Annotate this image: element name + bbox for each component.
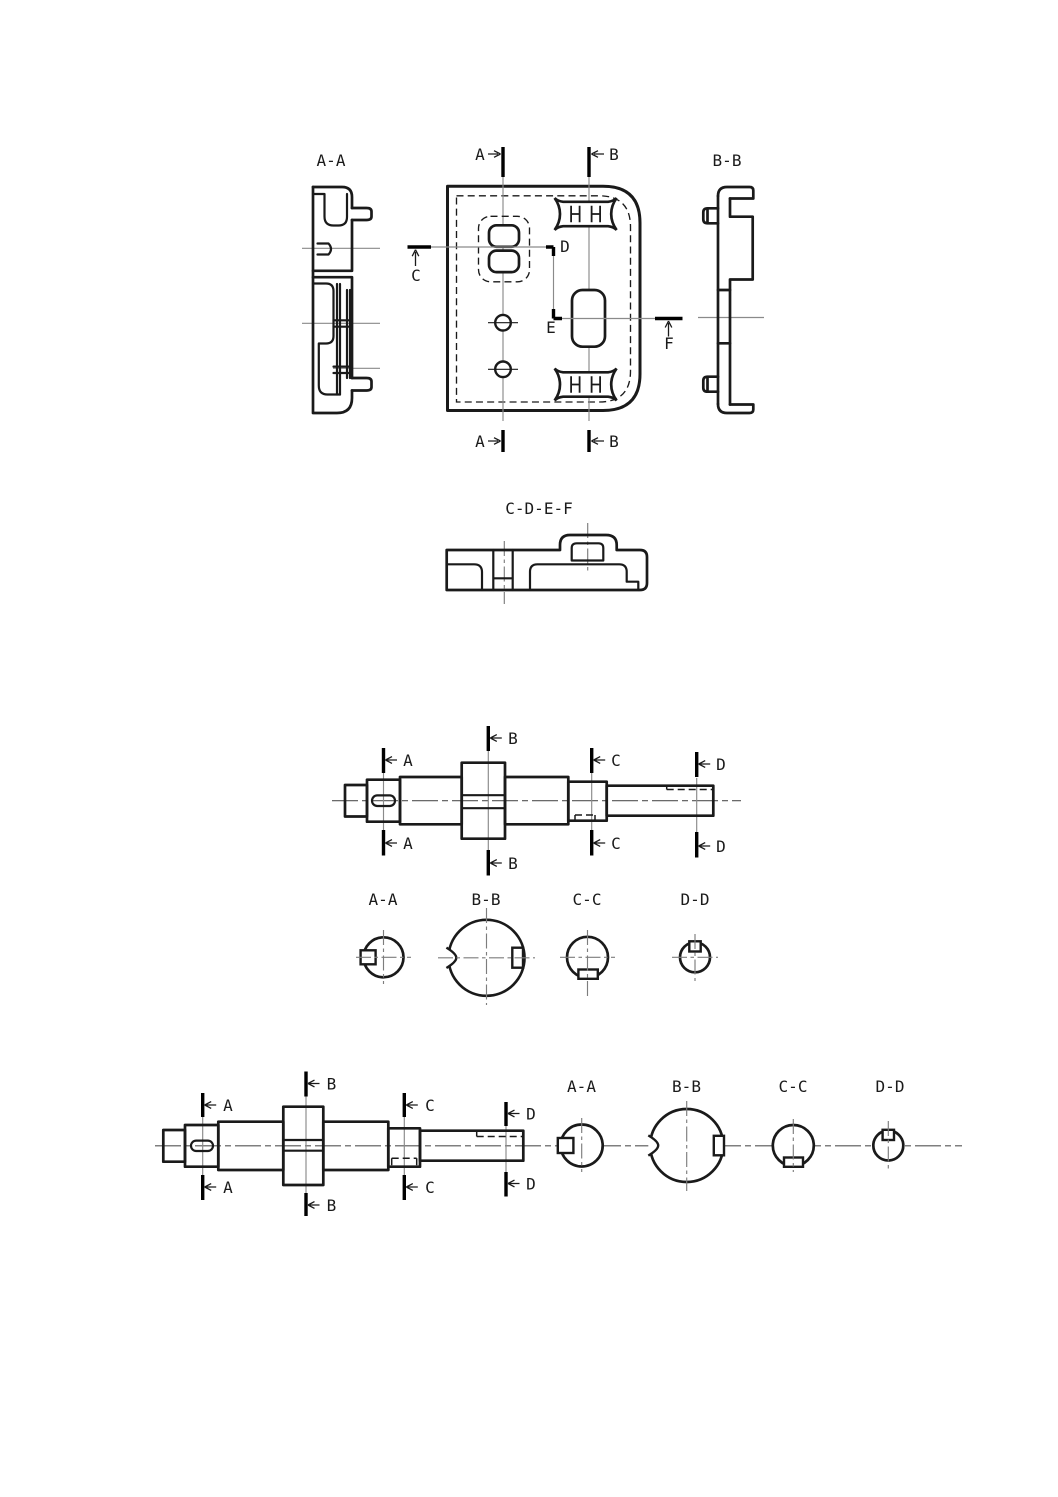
bracket-front-view: [407, 147, 683, 452]
shaft1-view: A A B B C C D D: [332, 726, 741, 876]
left-notch: [647, 1134, 660, 1157]
channel: [492, 548, 514, 592]
shaft1-section-aa-label: A-A: [369, 890, 398, 909]
stud-top: [701, 206, 720, 225]
top-pocket: [311, 192, 349, 227]
double-slot-lower: [487, 249, 521, 274]
shaft1-sections: A-A B-B C-C D-D: [356, 890, 718, 1005]
shaft2-section-dd-label: D-D: [876, 1077, 905, 1096]
bracket-section-bb-view: [698, 185, 764, 415]
shaft2-letter-b-bottom: B: [327, 1196, 337, 1215]
shaft1-letter-c-bottom: C: [611, 834, 621, 853]
shaft2-letter-a-bottom: A: [223, 1178, 233, 1197]
shaft2-letter-c-top: C: [425, 1096, 435, 1115]
seg6: [418, 1129, 525, 1163]
shaft1-letter-d-bottom: D: [716, 837, 726, 856]
lower-pocket: [311, 282, 342, 396]
outline: [445, 533, 649, 592]
letter-d: D: [560, 237, 570, 256]
left-step: [445, 563, 484, 592]
shaft2-letter-a-top: A: [223, 1096, 233, 1115]
stud-top: [350, 206, 373, 222]
shaft1-section-bb-label: B-B: [472, 890, 501, 909]
shaft1-section-cc: [560, 930, 615, 999]
shaft2-section-bb: [647, 1101, 726, 1191]
spool-slot-bottom: [553, 367, 618, 402]
hidden-keyway-1: [390, 1157, 418, 1167]
right-notch: [712, 1134, 726, 1157]
side-boss: [728, 197, 755, 406]
shaft1-letter-a-top: A: [403, 751, 413, 770]
double-slot-upper: [487, 223, 521, 249]
shaft1-section-aa: [356, 930, 411, 984]
shaft2-section-bb-label: B-B: [672, 1077, 701, 1096]
bottom-notch: [577, 968, 600, 981]
ribs: [335, 282, 352, 396]
bracket-cut-letters: A B A B C D E F: [411, 145, 674, 451]
centerlines: [503, 523, 589, 604]
shaft2-letter-d-bottom: D: [526, 1175, 536, 1194]
hidden-keyway-2: [665, 785, 714, 791]
shaft1-letter-c-top: C: [611, 751, 621, 770]
arrow-f: [664, 320, 673, 337]
stud-bottom: [701, 375, 720, 394]
shaft1-section-bb: [438, 908, 535, 1005]
hidden-keyway-2: [475, 1130, 524, 1138]
shaft1-letter-d-top: D: [716, 755, 726, 774]
spool-slot-top: [553, 196, 618, 232]
shaft1-letter-a-bottom: A: [403, 834, 413, 853]
inner-pocket: [528, 563, 640, 592]
letter-e: E: [546, 318, 556, 337]
shaft2-section-aa-label: A-A: [567, 1077, 596, 1096]
hole-crosshairs: [488, 322, 518, 370]
hidden-pocket: [477, 215, 531, 283]
keyway-notch: [556, 1136, 575, 1155]
shaft2-letter-b-top: B: [327, 1075, 337, 1094]
rib-crossbars: [332, 319, 354, 375]
shaft1-letter-b-top: B: [508, 729, 518, 748]
shaft1-section-dd-label: D-D: [681, 890, 710, 909]
letter-a-top: A: [475, 145, 485, 164]
plate-outline: [446, 184, 642, 412]
shaft2-section-aa: [556, 1118, 605, 1172]
letter-f: F: [664, 334, 674, 353]
hidden-keyway-1: [574, 814, 596, 821]
cutting-plane-line-cdef: [431, 246, 655, 320]
seg6: [605, 784, 715, 818]
bracket-section-cdef-label: C-D-E-F: [505, 499, 572, 518]
shaft1-letter-b-bottom: B: [508, 854, 518, 873]
letter-b-bottom: B: [609, 432, 619, 451]
shaft1-section-cc-label: C-C: [573, 890, 602, 909]
collar-groove: [282, 1138, 325, 1152]
letter-c: C: [411, 266, 421, 285]
letter-a-bottom: A: [475, 432, 485, 451]
bracket-section-cdef-view: [445, 523, 649, 604]
stud-bottom: [350, 376, 373, 392]
keyway-slot: [189, 1139, 215, 1153]
shaft2-sections: A-A B-B C-C D-D: [556, 1077, 905, 1191]
shaft1-section-dd: [672, 934, 718, 981]
bracket-section-bb-label: B-B: [713, 151, 742, 170]
letter-b-top: B: [609, 145, 619, 164]
bracket-section-aa-view: [302, 185, 380, 415]
arrow-c: [411, 249, 420, 266]
plate-hidden-contour: [455, 195, 632, 403]
shaft2-letter-d-top: D: [526, 1105, 536, 1124]
bracket-section-aa-label: A-A: [317, 151, 346, 170]
shaft2-section-dd: [871, 1121, 905, 1169]
collar-groove: [460, 794, 507, 810]
shaft2-letter-c-bottom: C: [425, 1178, 435, 1197]
notch: [316, 242, 333, 256]
keyway-slot: [370, 794, 397, 808]
shaft2-section-cc: [771, 1119, 816, 1172]
shaft2-section-cc-label: C-C: [779, 1077, 808, 1096]
inner-arch: [570, 542, 605, 562]
